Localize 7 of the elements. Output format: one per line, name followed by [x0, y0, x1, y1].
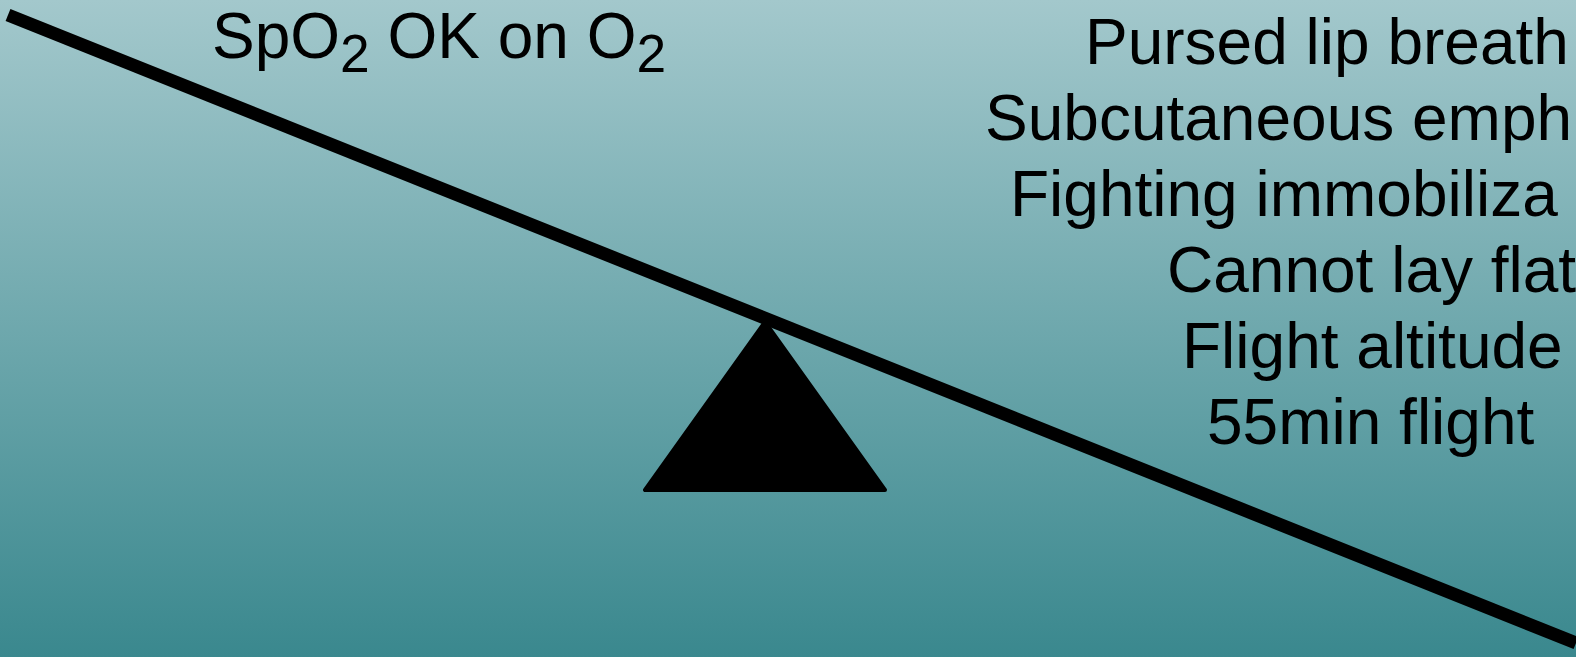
label-text: Flight altitude — [1182, 310, 1563, 382]
label-text: Subcutaneous emph — [985, 82, 1573, 154]
label-text: SpO$_{2}$ OK on O$_{2}$ — [212, 0, 667, 85]
label-text: Cannot lay flat — [1167, 234, 1576, 306]
label-text: Pursed lip breath — [1085, 6, 1569, 78]
label-text: 55min flight — [1207, 386, 1535, 458]
label-text: Fighting immobiliza — [1010, 158, 1558, 230]
